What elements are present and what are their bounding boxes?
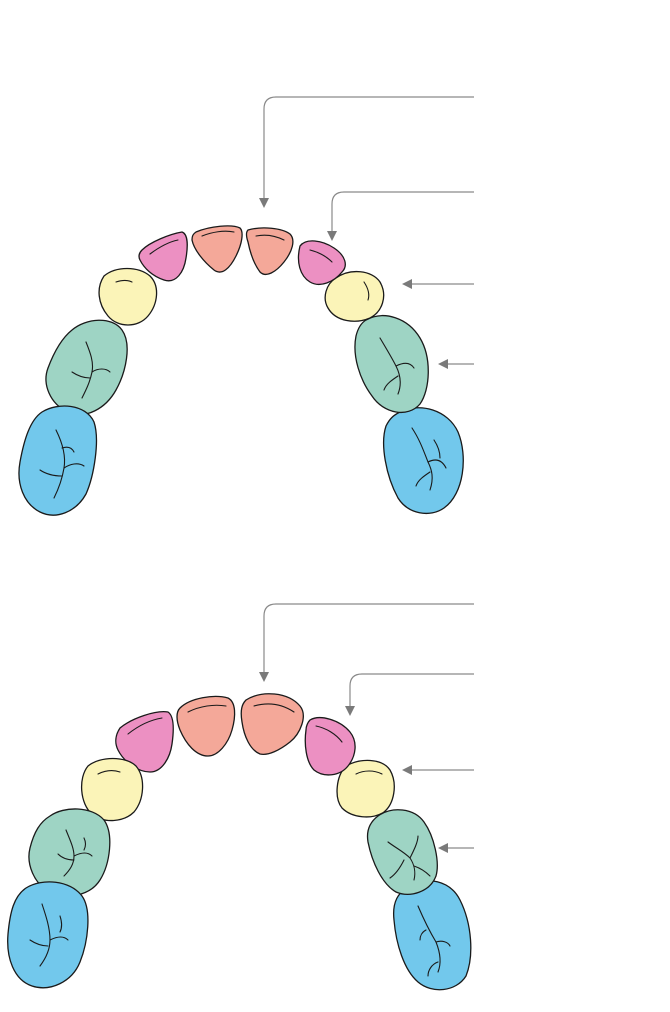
lower-lateral-incisor-left: [304, 717, 356, 776]
lower-leader-lateral-incisor: [345, 673, 474, 716]
tooth-lateral-incisor: [115, 711, 174, 773]
tooth-canine: [324, 271, 385, 322]
occlusal-groove: [395, 362, 415, 369]
lower-leader-central-incisor: [259, 603, 474, 682]
tooth-lateral-incisor: [138, 231, 188, 282]
upper-leader-lateral-incisor: [327, 191, 474, 241]
incisal-edge: [315, 725, 343, 743]
occlusal-groove: [29, 939, 49, 947]
upper-lateral-incisor-left: [297, 240, 346, 286]
arrowhead: [259, 672, 269, 682]
lower-leader-canine: [402, 765, 474, 775]
upper-second-molar-right: [18, 405, 98, 516]
lower-second-molar-left: [392, 880, 472, 991]
lower-central-incisor-right: [176, 695, 236, 757]
occlusal-groove: [71, 371, 91, 379]
incisal-edge: [149, 239, 179, 255]
occlusal-groove: [409, 835, 419, 859]
tooth-first-molar: [45, 319, 128, 416]
arrowhead: [259, 198, 269, 208]
lower-second-molar-right: [7, 881, 89, 989]
tooth-central-incisor: [240, 693, 304, 756]
occlusal-groove: [91, 368, 111, 373]
occlusal-groove: [415, 471, 431, 487]
upper-first-molar-left: [354, 315, 429, 414]
occlusal-groove: [57, 853, 75, 861]
lower-arch: [7, 603, 474, 991]
incisal-edge: [187, 704, 227, 713]
upper-canine-left: [324, 271, 385, 322]
lower-lateral-incisor-right: [115, 711, 174, 773]
occlusal-groove: [419, 929, 427, 941]
tooth-second-molar: [7, 881, 89, 989]
cusp-ridge: [355, 770, 383, 775]
upper-canine-right: [98, 267, 158, 326]
lower-canine-right: [81, 757, 144, 822]
arrowhead: [327, 231, 337, 241]
incisal-edge: [253, 703, 295, 713]
upper-leader-central-incisor: [259, 96, 474, 208]
tooth-second-molar: [383, 407, 464, 515]
tooth-central-incisor: [191, 225, 243, 273]
cusp-ridge: [115, 279, 133, 283]
occlusal-groove: [83, 837, 87, 851]
cusp-ridge: [363, 281, 370, 301]
leader-line: [263, 96, 474, 198]
tooth-lateral-incisor: [304, 717, 356, 776]
occlusal-groove: [427, 961, 439, 977]
arrowhead: [345, 706, 355, 716]
lower-first-molar-left: [366, 809, 438, 895]
leader-line: [349, 673, 474, 706]
cusp-ridge: [97, 770, 121, 775]
tooth-central-incisor: [245, 227, 294, 276]
occlusal-groove: [427, 459, 447, 469]
upper-leader-first-molar: [438, 359, 474, 369]
occlusal-groove: [433, 439, 441, 459]
occlusal-groove: [49, 936, 69, 941]
upper-arch: [18, 96, 474, 516]
upper-first-molar-right: [45, 319, 128, 416]
lower-central-incisor-left: [240, 693, 304, 756]
tooth-central-incisor: [176, 695, 236, 757]
incisal-edge: [127, 717, 163, 735]
incisal-edge: [201, 230, 235, 237]
occlusal-groove: [383, 375, 399, 391]
tooth-canine: [98, 267, 158, 326]
occlusal-groove: [39, 469, 63, 477]
upper-lateral-incisor-right: [138, 231, 188, 282]
occlusal-groove: [61, 446, 75, 453]
arrowhead: [438, 359, 448, 369]
occlusal-groove: [413, 865, 431, 877]
lower-leader-first-molar: [438, 843, 474, 853]
leader-line: [263, 603, 474, 672]
tooth-lateral-incisor: [297, 240, 346, 286]
arrowhead: [438, 843, 448, 853]
occlusal-groove: [389, 859, 405, 879]
tooth-canine: [81, 757, 144, 822]
leader-line: [331, 191, 474, 231]
occlusal-groove: [73, 852, 93, 857]
upper-central-incisor-left: [245, 227, 294, 276]
arrowhead: [402, 279, 412, 289]
occlusal-groove: [59, 915, 63, 933]
incisal-edge: [255, 234, 285, 241]
incisal-edge: [309, 249, 333, 263]
lower-canine-left: [336, 759, 395, 818]
upper-leader-canine: [402, 279, 474, 289]
tooth-second-molar: [18, 405, 98, 516]
occlusal-groove: [435, 940, 451, 947]
tooth-first-molar: [354, 315, 429, 414]
upper-central-incisor-right: [191, 225, 243, 273]
upper-second-molar-left: [383, 407, 464, 515]
occlusal-groove: [63, 463, 85, 469]
tooth-canine: [336, 759, 395, 818]
arrowhead: [402, 765, 412, 775]
